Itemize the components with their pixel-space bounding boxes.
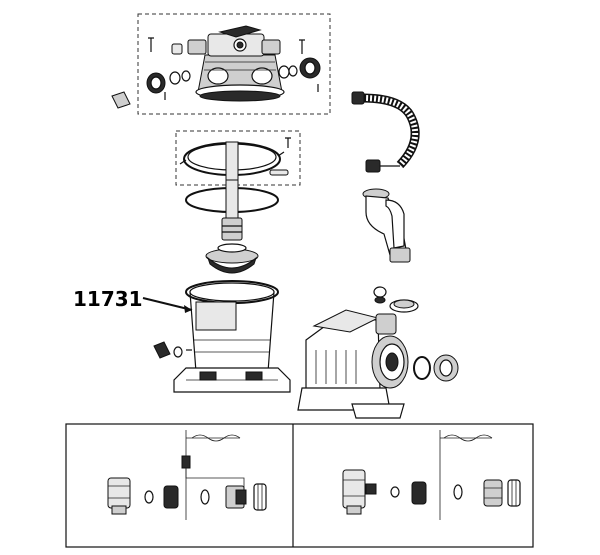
part-callout: 11731 bbox=[73, 287, 193, 313]
valve-fittings-left bbox=[111, 37, 191, 109]
filter-tank bbox=[153, 280, 291, 393]
installation-left bbox=[107, 430, 267, 520]
multiport-valve-group bbox=[111, 13, 331, 115]
elbow-fitting bbox=[362, 188, 411, 263]
valve-fittings-right bbox=[278, 39, 321, 92]
multiport-valve bbox=[187, 25, 285, 102]
installation-panels bbox=[65, 423, 534, 548]
pump bbox=[297, 286, 459, 419]
flexible-hose bbox=[351, 91, 420, 173]
installation-right bbox=[342, 430, 521, 520]
callout-leader-line bbox=[142, 297, 193, 311]
center-pipe-laterals bbox=[205, 179, 259, 274]
part-number-label: 11731 bbox=[73, 287, 143, 311]
clamp-group bbox=[175, 130, 301, 186]
callout-arrowhead bbox=[184, 305, 192, 313]
valve-group-box bbox=[137, 13, 331, 115]
installation-panel-frame bbox=[65, 423, 534, 548]
